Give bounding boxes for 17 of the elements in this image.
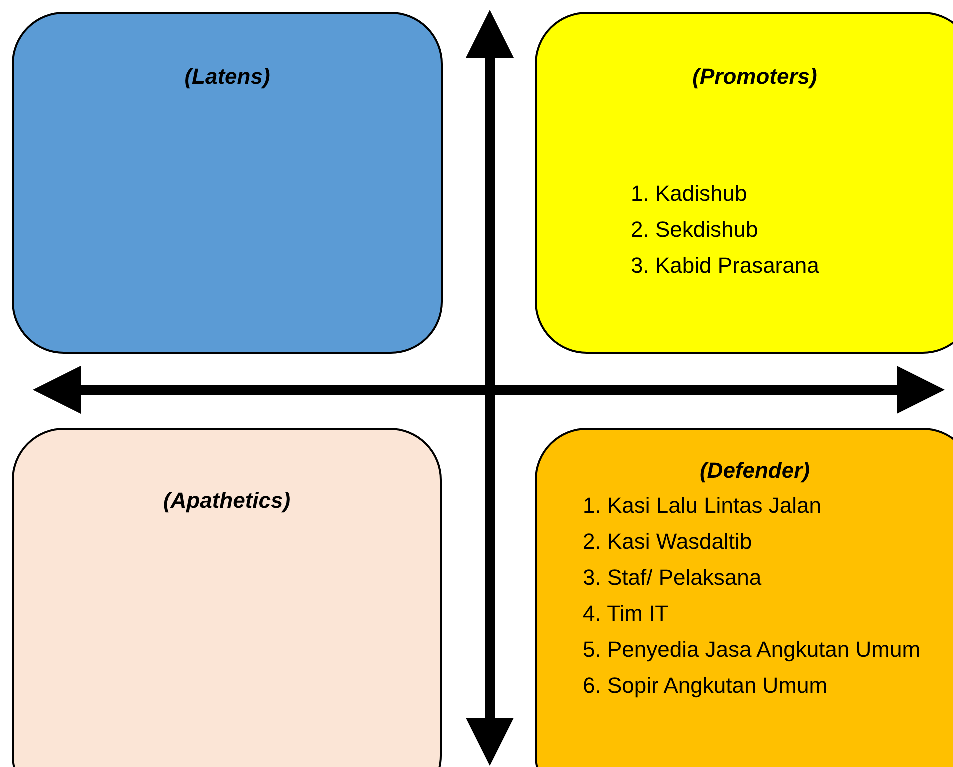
list-item: 2. Sekdishub	[631, 216, 760, 244]
quadrant-heading: (Latens)	[184, 64, 272, 90]
quadrant-heading: (Apathetics)	[162, 488, 292, 514]
list-item: 6. Sopir Angkutan Umum	[583, 672, 829, 700]
quadrant-heading: (Promoters)	[692, 64, 818, 90]
list-item: 4. Tim IT	[583, 600, 670, 628]
list-item: 3. Staf/ Pelaksana	[583, 564, 763, 592]
quadrant-heading: (Defender)	[698, 458, 811, 484]
list-item: 5. Penyedia Jasa Angkutan Umum	[583, 636, 922, 664]
quadrant-box	[12, 12, 443, 354]
quadrant-box	[12, 428, 442, 767]
quadrant-box	[535, 12, 953, 354]
list-item: 1. Kadishub	[631, 180, 748, 208]
list-item: 1. Kasi Lalu Lintas Jalan	[583, 492, 822, 520]
quadrant-box	[535, 428, 953, 767]
list-item: 2. Kasi Wasdaltib	[583, 528, 754, 556]
list-item: 3. Kabid Prasarana	[631, 252, 820, 280]
